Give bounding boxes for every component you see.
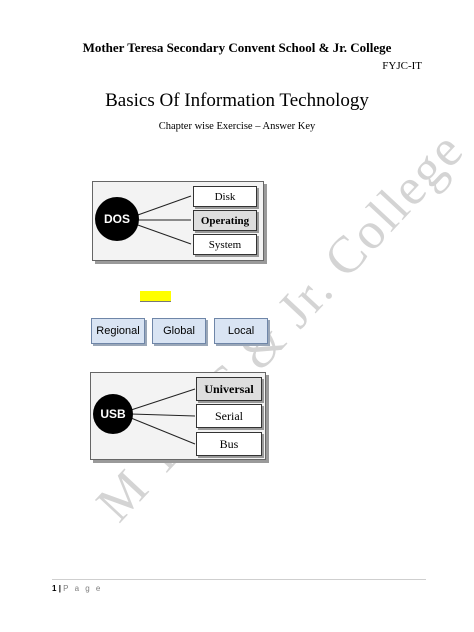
dos-connector-lines xyxy=(134,195,192,245)
chip-global: Global xyxy=(152,318,206,344)
usb-diagram: USB Universal Serial Bus xyxy=(90,372,266,460)
school-name: Mother Teresa Secondary Convent School &… xyxy=(82,40,392,55)
dos-node-disk: Disk xyxy=(193,186,257,207)
highlight-mark xyxy=(140,291,171,302)
document-title: Basics Of Information Technology xyxy=(105,90,369,111)
usb-node-universal: Universal xyxy=(196,377,262,401)
dos-node-operating: Operating xyxy=(193,210,257,231)
document-subtitle: Chapter wise Exercise – Answer Key xyxy=(158,121,316,132)
dos-diagram: DOS Disk Operating System xyxy=(92,181,264,261)
dos-hub: DOS xyxy=(95,197,139,241)
usb-node-bus: Bus xyxy=(196,432,262,456)
page-footer: 1 | P a g e xyxy=(52,584,102,593)
chip-local: Local xyxy=(214,318,268,344)
usb-hub: USB xyxy=(93,394,133,434)
chip-regional: Regional xyxy=(91,318,145,344)
dos-node-system: System xyxy=(193,234,257,255)
course-label: FYJC-IT xyxy=(382,60,422,72)
footer-divider xyxy=(52,579,426,580)
page-label: P a g e xyxy=(63,584,103,593)
usb-node-serial: Serial xyxy=(196,404,262,428)
page-number: 1 xyxy=(52,584,57,593)
usb-connector-lines xyxy=(130,388,196,445)
footer-separator: | xyxy=(58,584,61,593)
